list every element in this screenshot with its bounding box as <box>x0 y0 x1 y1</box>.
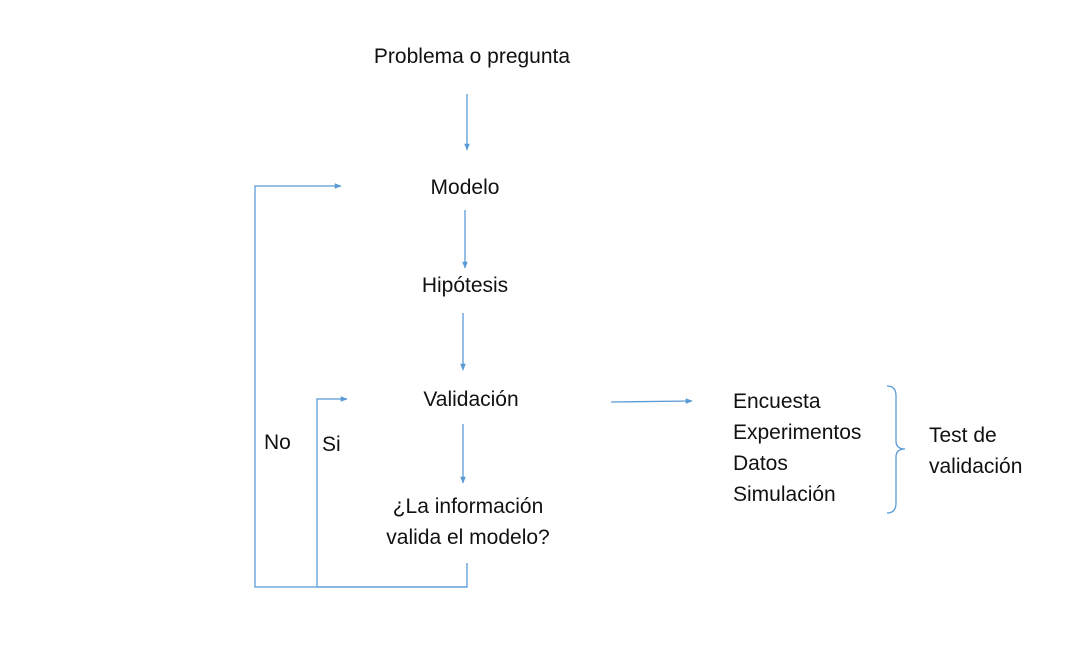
node-problem: Problema o pregunta <box>373 45 571 68</box>
node-question: ¿La información valida el modelo? <box>386 491 549 553</box>
bracket-label: Test de validación <box>929 420 1022 482</box>
arrow-validation-to-methods <box>610 398 693 404</box>
method-item: Experimentos <box>733 421 862 444</box>
method-item: Encuesta <box>733 390 821 413</box>
methods-list: Encuesta Experimentos Datos Simulación <box>733 386 861 510</box>
bracket-label-line2: validación <box>929 455 1023 478</box>
node-question-line2: valida el modelo? <box>386 526 550 549</box>
node-hypothesis: Hipótesis <box>421 274 509 297</box>
node-question-line1: ¿La información <box>392 495 544 518</box>
node-validation: Validación <box>423 388 519 411</box>
method-item: Datos <box>733 452 788 475</box>
edge-label-no: No <box>264 431 291 454</box>
loop-no-to-model <box>254 183 468 588</box>
methods-bracket <box>886 385 906 514</box>
node-model: Modelo <box>430 176 500 199</box>
bracket-label-line1: Test de <box>929 424 997 447</box>
loop-yes-to-validation <box>316 396 467 588</box>
method-item: Simulación <box>733 483 836 506</box>
edge-label-yes: Si <box>322 433 341 456</box>
